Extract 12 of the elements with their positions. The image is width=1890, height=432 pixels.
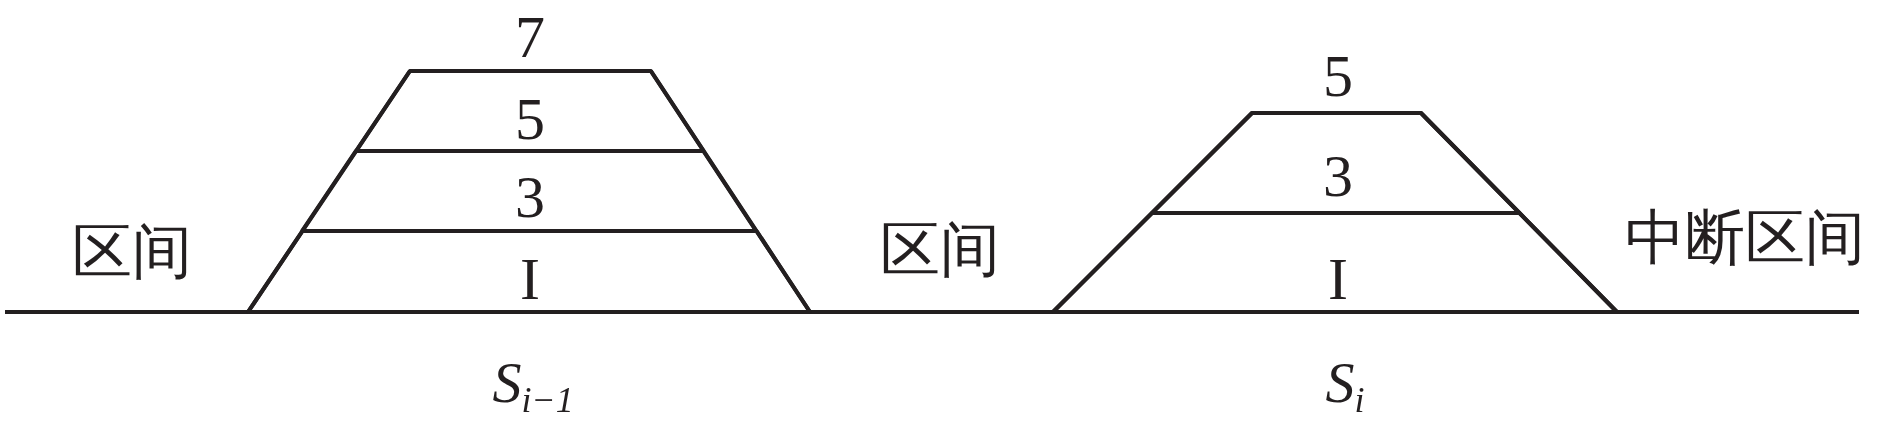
layer-number: I [520,248,540,309]
section-type-label: 区间 [880,220,1000,280]
layer-number: 3 [515,166,545,227]
section-type-label: 区间 [72,222,192,282]
section-type-label: 中断区间 [1625,208,1865,268]
layer-number: 5 [1323,45,1353,106]
layer-number: I [1328,248,1348,309]
layer-number: 3 [1323,145,1353,206]
section-label: S$_{i−1}$ [492,354,574,413]
section-label: S$_{i}$ [1325,354,1365,413]
layer-number: 7 [515,6,545,67]
layer-number: 5 [515,88,545,149]
